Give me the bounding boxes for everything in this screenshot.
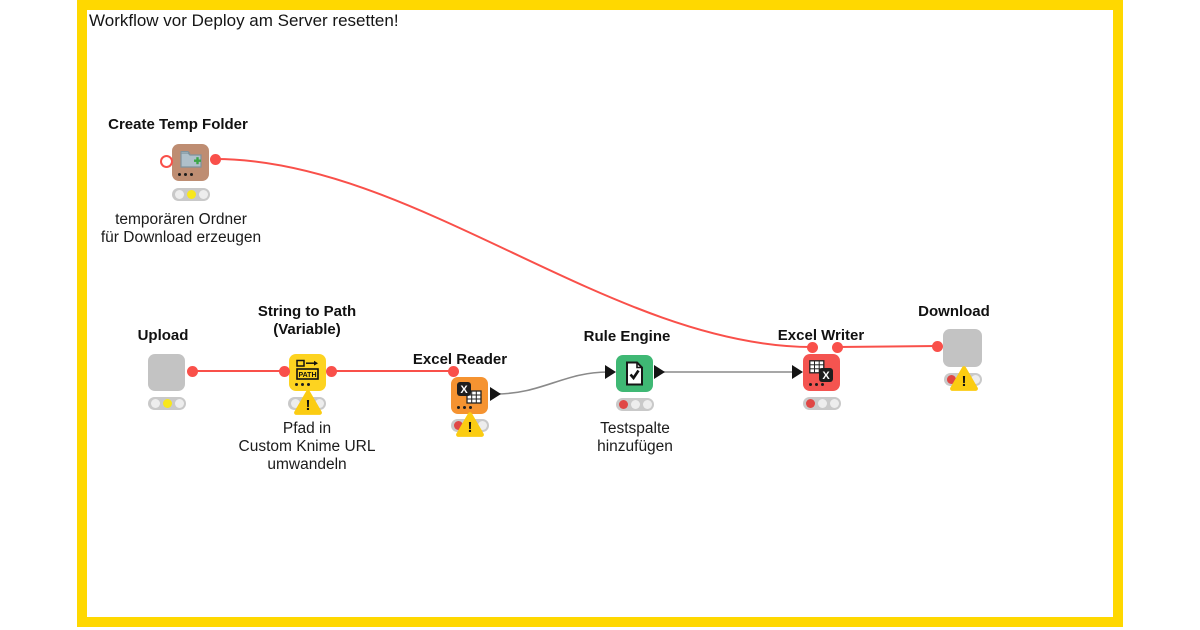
status-light [453,421,463,430]
svg-text:!: ! [468,419,473,436]
wire-temp-folder-to-excel-writer[interactable] [214,158,813,348]
status-light [630,400,640,409]
status-light [186,190,196,199]
node-label-string-to-path: String to Path (Variable) [257,303,357,338]
node-rule-engine[interactable] [616,355,653,392]
flow-variable-out-port[interactable] [325,365,337,377]
node-comment-create-temp-folder: temporären Ordner für Download erzeugen [100,211,262,246]
excel-file-icon: X [809,360,833,382]
node-download[interactable] [943,329,982,367]
svg-text:X: X [460,384,468,396]
node-dots-icon [457,405,472,409]
flow-variable-out-port[interactable] [186,365,198,377]
status-light [829,399,839,408]
flow-variable-in-port[interactable] [160,155,173,168]
status-light [946,375,956,384]
flow-variable-in-port[interactable] [931,340,943,352]
annotation-text: Workflow vor Deploy am Server resetten! [89,11,399,30]
traffic-light [616,398,654,411]
wire-excel-reader-to-rule-engine[interactable] [495,371,609,395]
data-out-port[interactable] [654,365,665,379]
data-out-port[interactable] [490,387,501,401]
status-light [150,399,160,408]
data-in-port[interactable] [605,365,616,379]
warning-icon: ! [456,412,484,437]
node-create-temp-folder[interactable] [172,144,209,181]
node-dots-icon [178,172,193,176]
document-check-icon [626,361,643,386]
flow-variable-out-port[interactable] [209,153,221,165]
flow-variable-in-port[interactable] [806,341,818,353]
svg-text:PATH: PATH [298,372,316,379]
status-light [162,399,172,408]
node-upload[interactable] [148,354,185,391]
node-excel-reader[interactable]: X [451,377,488,414]
node-label-create-temp-folder: Create Temp Folder [108,116,248,133]
status-light [817,399,827,408]
node-label-excel-writer: Excel Writer [777,327,865,344]
excel-file-icon: X [457,382,482,404]
status-light [618,400,628,409]
status-light [314,399,324,408]
status-light [642,400,652,409]
flow-variable-in-port[interactable] [278,365,290,377]
workflow-annotation[interactable]: Workflow vor Deploy am Server resetten! [77,0,1123,627]
traffic-light [803,397,841,410]
status-light [198,190,208,199]
node-dots-icon [809,382,824,386]
node-string-to-path[interactable]: PATH [289,354,326,391]
svg-text:!: ! [962,373,967,390]
node-label-download: Download [918,303,990,320]
node-comment-rule-engine: Testspalte hinzufügen [597,420,673,455]
flow-variable-in-port[interactable] [447,365,459,377]
status-light [174,190,184,199]
traffic-light [148,397,186,410]
status-light [174,399,184,408]
node-label-upload: Upload [137,327,189,344]
flow-variable-out-port[interactable] [831,341,843,353]
node-dots-icon [295,382,310,386]
node-label-rule-engine: Rule Engine [583,328,671,345]
data-in-port[interactable] [792,365,803,379]
warning-icon: ! [950,366,978,391]
status-light [970,375,980,384]
node-excel-writer[interactable]: X [803,354,840,391]
node-comment-string-to-path: Pfad in Custom Knime URL umwandeln [238,420,376,473]
node-label-excel-reader: Excel Reader [412,351,508,368]
status-light [805,399,815,408]
folder-plus-icon [180,151,202,168]
status-light [290,399,300,408]
svg-text:X: X [822,370,830,382]
status-light [477,421,487,430]
traffic-light [172,188,210,201]
svg-text:!: ! [306,397,311,414]
string-to-path-icon: PATH [296,359,319,380]
warning-icon: ! [294,390,322,415]
wire-excel-writer-to-download[interactable] [836,345,938,348]
